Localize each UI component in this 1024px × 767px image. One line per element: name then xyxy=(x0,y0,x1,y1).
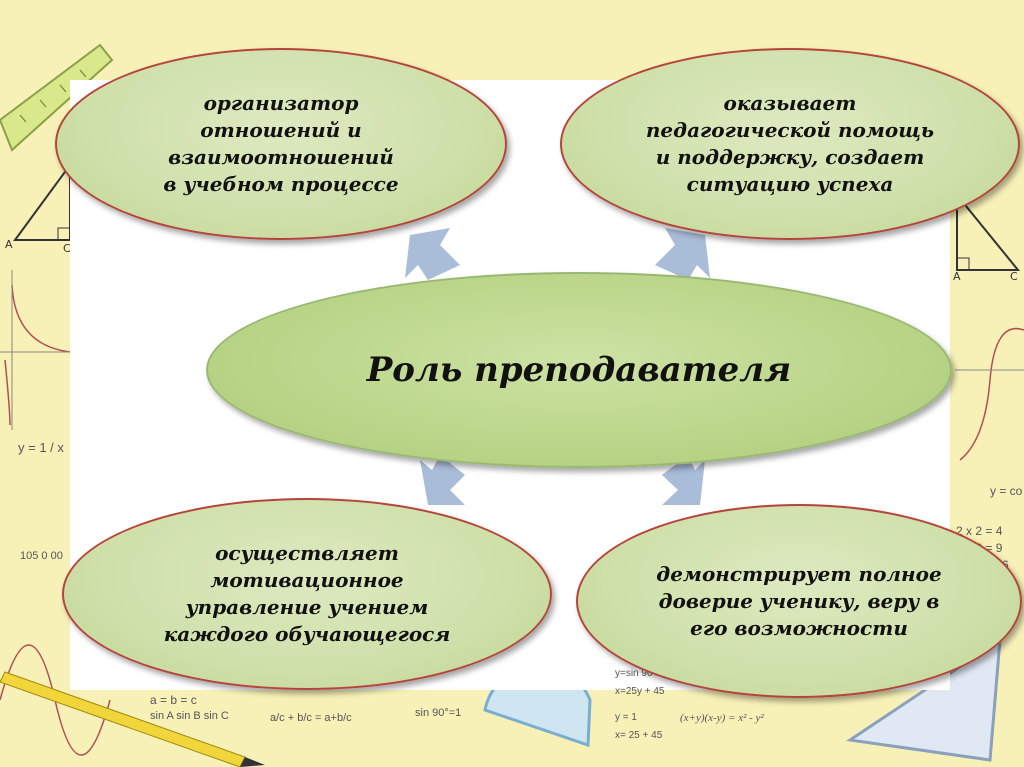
svg-text:A: A xyxy=(953,270,961,283)
formula-text: y = 1 / x xyxy=(18,440,64,455)
formula-text: sin A sin B sin C xyxy=(150,710,229,722)
center-label: Роль преподавателя xyxy=(366,350,792,390)
formula-text: x=25y + 45 xyxy=(615,686,665,697)
formula-text: y=sin 90 xyxy=(615,668,653,679)
role-support-node: оказывает педагогической помощь и поддер… xyxy=(560,48,1020,240)
svg-text:A: A xyxy=(5,238,13,251)
node-label: демонстрирует полное доверие ученику, ве… xyxy=(656,561,942,640)
sine-graph xyxy=(959,327,1024,461)
ruler-icon xyxy=(0,43,114,152)
formula-text: sin 90°=1 xyxy=(415,707,462,719)
central-node: Роль преподавателя xyxy=(206,272,952,468)
node-label: осуществляет мотивационное управление уч… xyxy=(163,541,451,646)
triangle-icon: A C xyxy=(5,161,71,255)
node-label: оказывает педагогической помощь и поддер… xyxy=(645,91,935,196)
pencil-icon xyxy=(0,671,265,767)
triangle-icon-right: A C xyxy=(953,192,1021,283)
formula-text: 105 0 00 xyxy=(20,550,63,562)
role-organizer-node: организатор отношений и взаимоотношений … xyxy=(55,48,507,240)
formula-text: x= 25 + 45 xyxy=(615,730,663,741)
role-motivation-node: осуществляет мотивационное управление уч… xyxy=(62,498,552,690)
hyperbola-graph xyxy=(4,284,71,426)
formula-text: 2 x 2 = 4 xyxy=(956,524,1003,538)
formula-text: a = b = c xyxy=(150,693,197,707)
node-label: организатор отношений и взаимоотношений … xyxy=(163,91,399,196)
formula-text: y = 1 xyxy=(615,712,637,723)
svg-text:C: C xyxy=(63,242,71,255)
formula-text: y = co xyxy=(990,484,1023,498)
role-trust-node: демонстрирует полное доверие ученику, ве… xyxy=(576,504,1022,698)
svg-text:C: C xyxy=(1010,270,1018,283)
formula-text: a/c + b/c = a+b/c xyxy=(270,712,352,724)
set-square-icon xyxy=(845,637,1002,762)
formula-text: (x+y)(x-y) = x² - y² xyxy=(680,712,764,724)
